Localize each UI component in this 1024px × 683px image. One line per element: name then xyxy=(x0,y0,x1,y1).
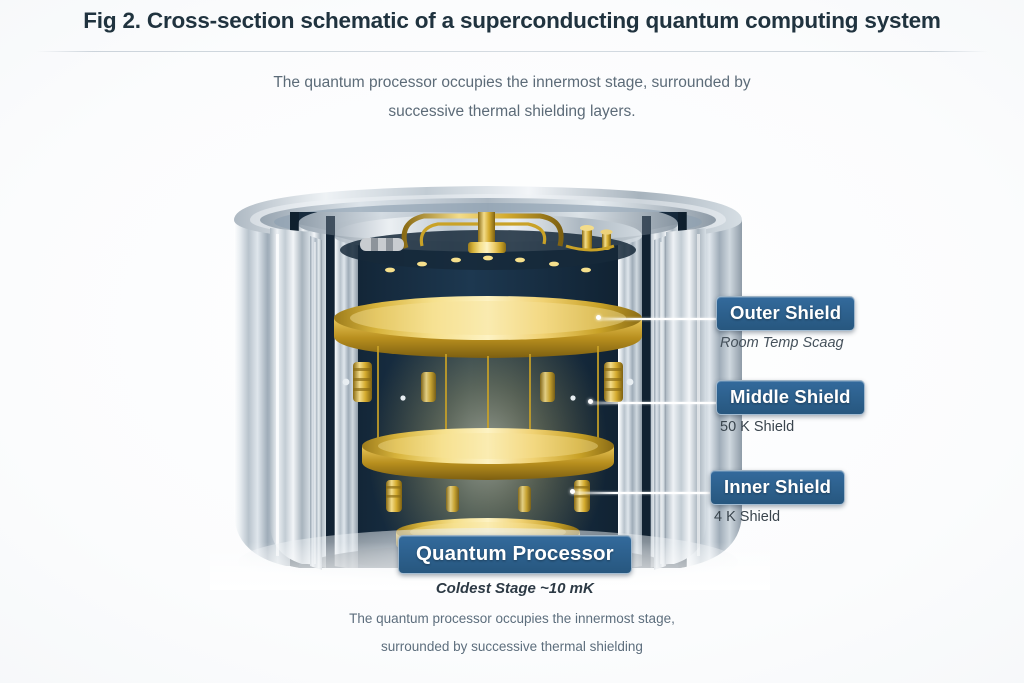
header-divider xyxy=(36,51,988,52)
gold-stage-1 xyxy=(334,255,642,358)
gold-stage-2 xyxy=(362,428,614,480)
leader-line-outer xyxy=(598,318,720,320)
figure-title-text: Cross-section schematic of a superconduc… xyxy=(146,8,941,33)
callout-outer-shield[interactable]: Outer Shield Room Temp Scaag xyxy=(716,296,856,351)
subtitle-line-1: The quantum processor occupies the inner… xyxy=(273,74,751,91)
top-deck-plumbing xyxy=(340,212,636,270)
figure-subtitle: The quantum processor occupies the inner… xyxy=(0,68,1024,126)
cutaway-front-edges xyxy=(270,228,706,570)
middle-shield-badge[interactable]: Middle Shield xyxy=(716,380,865,415)
inner-shield-sublabel: 4 K Shield xyxy=(714,509,781,525)
outer-shield-sublabel: Room Temp Scaag xyxy=(720,335,844,351)
figure-header: Fig 2. Cross-section schematic of a supe… xyxy=(0,8,1024,34)
lower-modules xyxy=(386,480,590,512)
subtitle-line-2: successive thermal shielding layers. xyxy=(388,103,636,120)
outer-shield-badge[interactable]: Outer Shield xyxy=(716,296,856,331)
cryostat-illustration xyxy=(210,150,770,590)
page-title: Fig 2. Cross-section schematic of a supe… xyxy=(0,8,1024,34)
caption-line-1: The quantum processor occupies the inner… xyxy=(349,611,675,626)
leader-line-middle xyxy=(590,402,720,404)
leader-dot-outer xyxy=(596,315,601,320)
leader-dot-middle xyxy=(588,399,593,404)
caption-line-2: surrounded by successive thermal shieldi… xyxy=(381,639,643,654)
inner-shield-badge[interactable]: Inner Shield xyxy=(710,470,846,505)
figure-number: Fig 2. xyxy=(83,8,141,33)
attenuator-modules xyxy=(353,362,623,402)
figure-caption: The quantum processor occupies the inner… xyxy=(0,605,1024,661)
callout-quantum-processor[interactable]: Quantum Processor Coldest Stage ~10 mK xyxy=(398,535,632,597)
leader-line-inner xyxy=(572,492,712,494)
leader-dot-inner xyxy=(570,489,575,494)
quantum-processor-sublabel: Coldest Stage ~10 mK xyxy=(435,580,594,597)
callout-inner-shield[interactable]: Inner Shield 4 K Shield xyxy=(710,470,846,525)
quantum-processor-badge[interactable]: Quantum Processor xyxy=(398,535,632,574)
middle-shield-sublabel: 50 K Shield xyxy=(720,419,795,435)
callout-middle-shield[interactable]: Middle Shield 50 K Shield xyxy=(716,380,865,435)
